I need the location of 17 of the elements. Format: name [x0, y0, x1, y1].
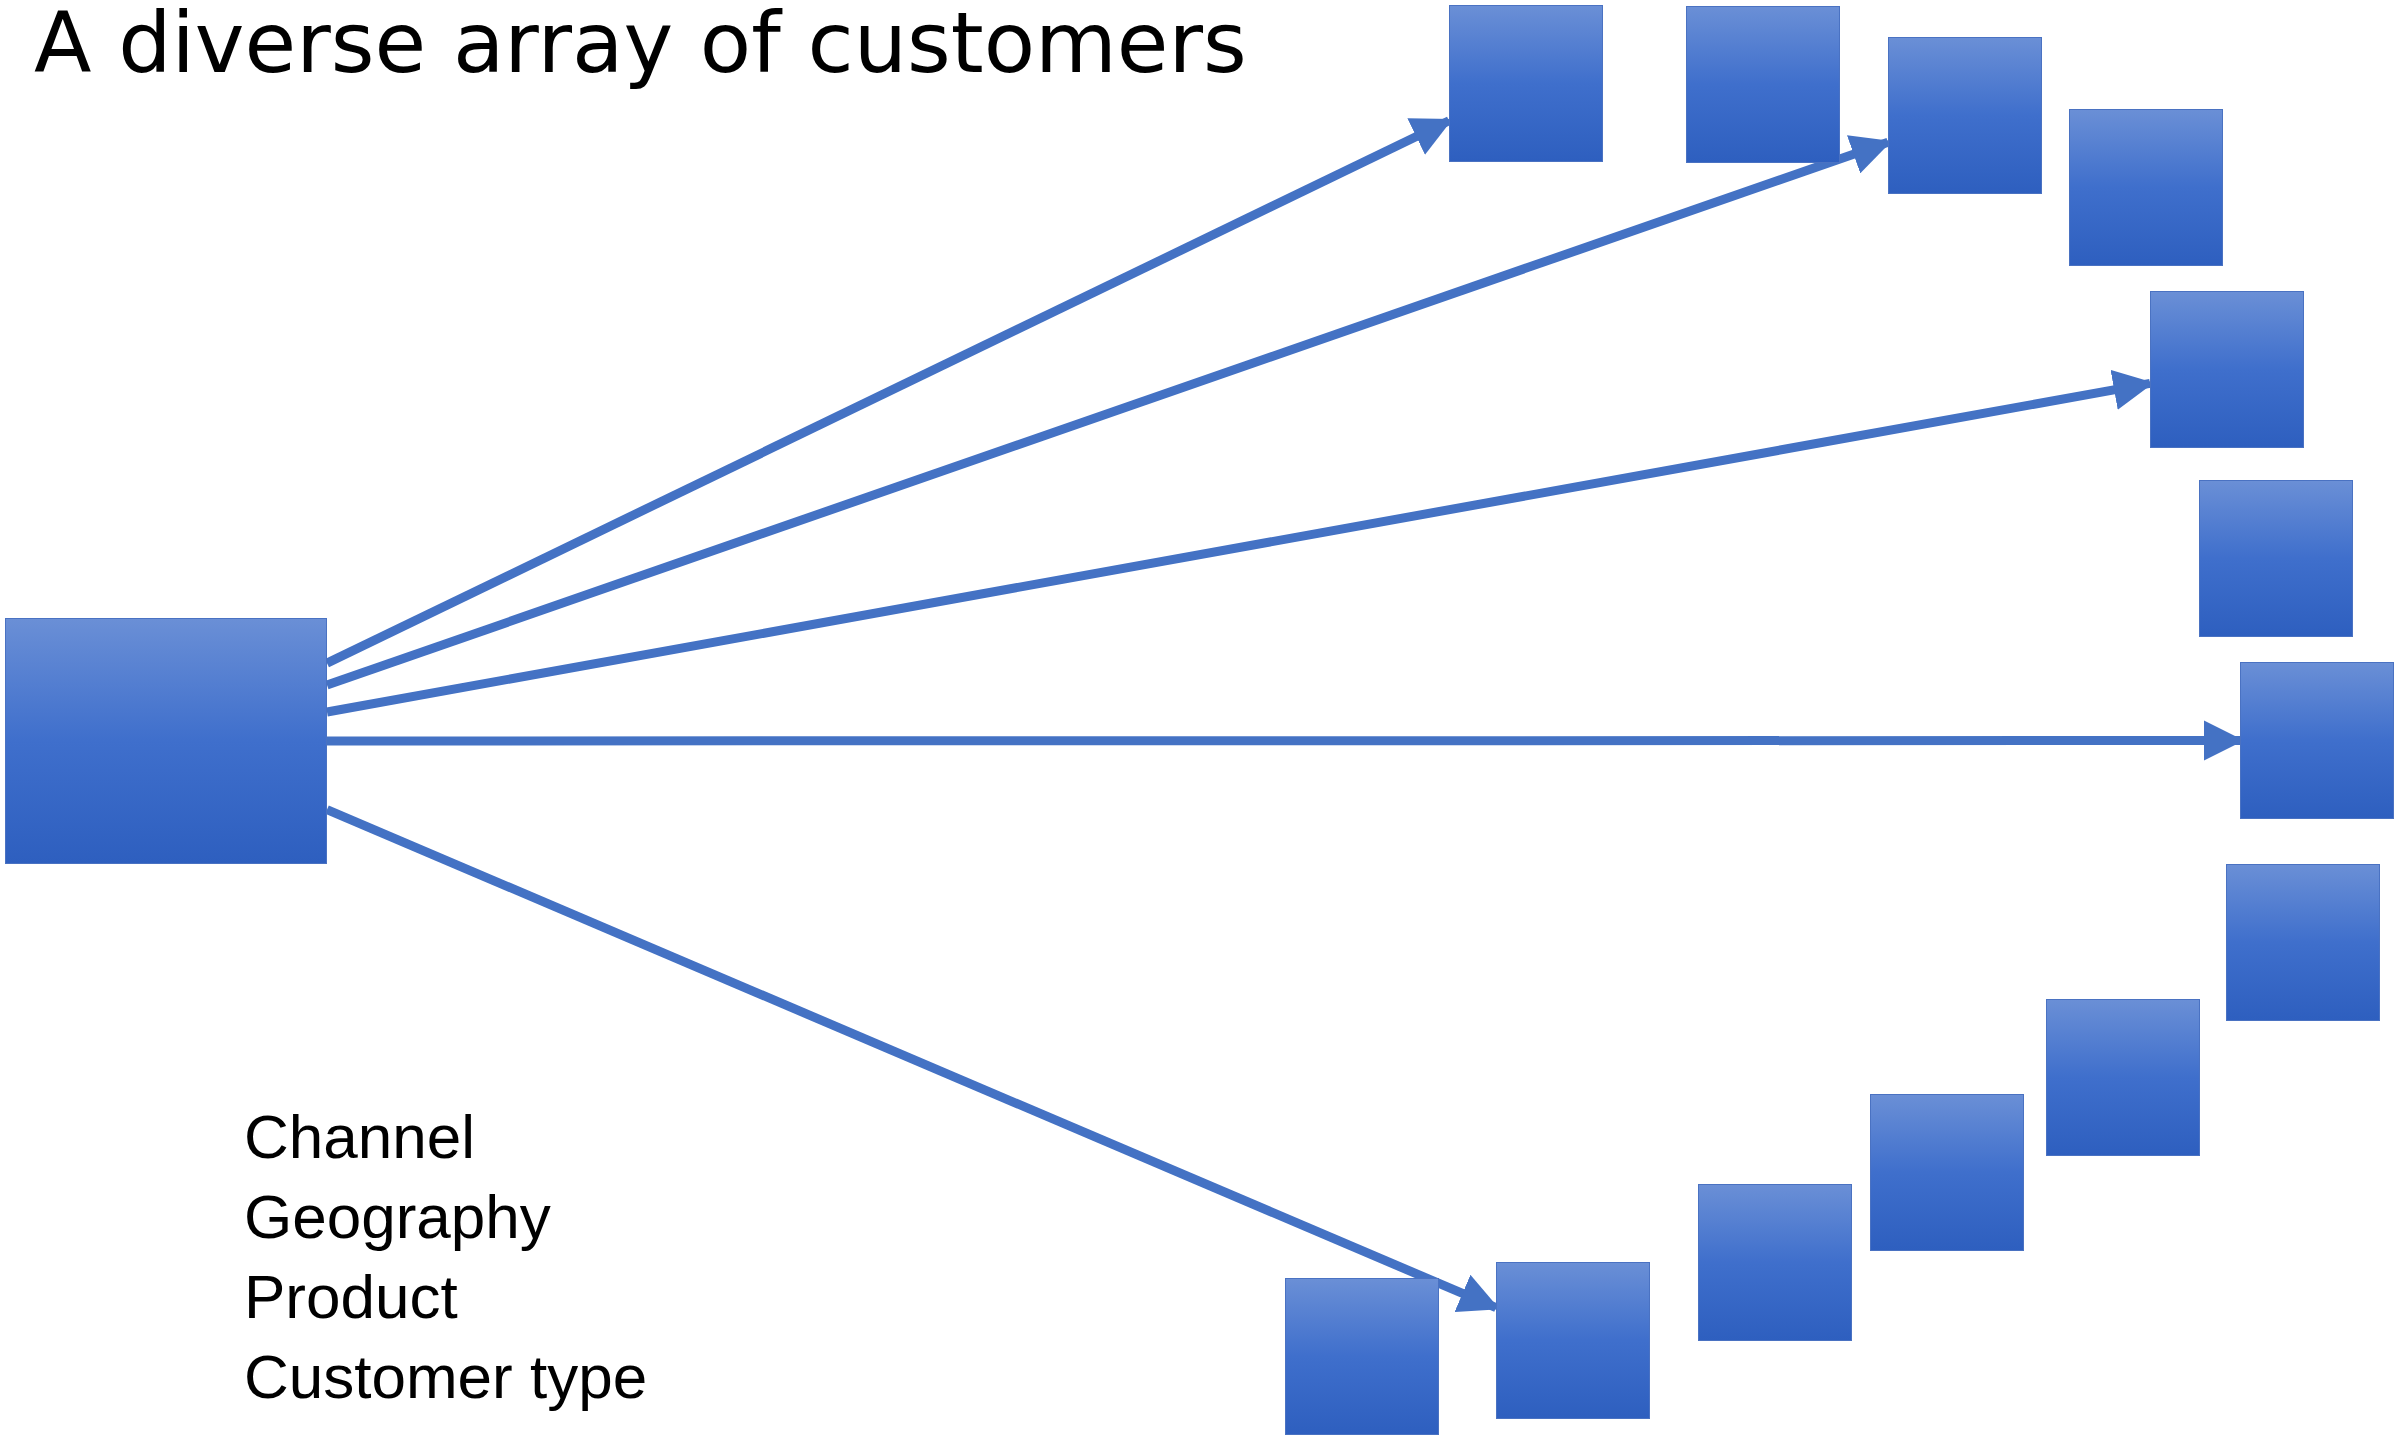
customer-box: [5, 618, 327, 864]
customer-box: [1698, 1184, 1852, 1341]
slide-title: A diverse array of customers: [34, 0, 1247, 92]
customer-box: [1285, 1278, 1439, 1435]
segment-label: Product: [244, 1266, 458, 1328]
customer-box: [2046, 999, 2200, 1156]
customer-box: [2240, 662, 2394, 819]
customer-box: [2069, 109, 2223, 266]
customer-box: [2199, 480, 2353, 637]
customer-box: [2150, 291, 2304, 448]
customer-box: [1449, 5, 1603, 162]
customer-box: [1888, 37, 2042, 194]
customer-box: [1496, 1262, 1650, 1419]
segment-label: Channel: [244, 1106, 475, 1168]
customer-box: [1870, 1094, 2024, 1251]
customer-box: [1686, 6, 1840, 163]
customer-box: [2226, 864, 2380, 1021]
